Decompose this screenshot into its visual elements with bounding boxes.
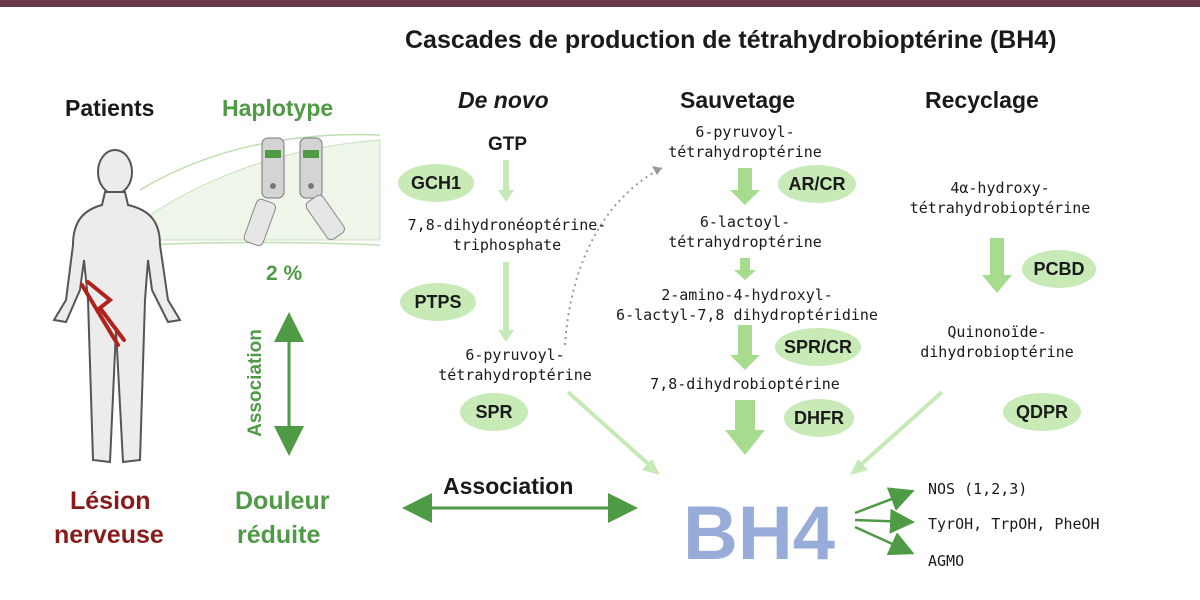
target-agmo: AGMO bbox=[928, 552, 965, 570]
enzyme-spr-cr: SPR/CR bbox=[775, 328, 861, 366]
sauvetage-mol4: 7,8-dihydrobioptérine bbox=[650, 375, 840, 393]
dotted-link-arrow bbox=[564, 167, 663, 346]
enzyme-spr: SPR bbox=[460, 393, 528, 431]
association-vertical-label: Association bbox=[244, 329, 266, 437]
recyclage-mol1: 4α-hydroxy-tétrahydrobioptérine bbox=[909, 179, 1091, 217]
patients-label: Patients bbox=[65, 95, 155, 121]
lesion-mark bbox=[80, 280, 126, 347]
gtp-label: GTP bbox=[488, 134, 528, 155]
sauvetage-mol1: 6-pyruvoyl-tétrahydroptérine bbox=[668, 123, 822, 161]
haplotype-label: Haplotype bbox=[222, 95, 334, 121]
enzyme-dhfr: DHFR bbox=[784, 399, 854, 437]
sauvetage-heading: Sauvetage bbox=[680, 87, 796, 113]
recyclage-heading: Recyclage bbox=[925, 87, 1039, 113]
top-bar bbox=[0, 0, 1200, 7]
page-title: Cascades de production de tétrahydrobiop… bbox=[405, 26, 1057, 54]
denovo-heading: De novo bbox=[458, 87, 549, 113]
denovo-mol1: 7,8-dihydronéoptérine-triphosphate bbox=[407, 216, 607, 254]
recyclage-mol2: Quinonoïde-dihydrobioptérine bbox=[920, 323, 1074, 361]
percent-label: 2 % bbox=[266, 262, 303, 285]
enzyme-pcbd: PCBD bbox=[1022, 250, 1096, 288]
douleur-line2: réduite bbox=[237, 521, 321, 549]
haplotype-icon bbox=[243, 137, 345, 247]
lesion-line1: Lésion bbox=[70, 487, 151, 515]
enzyme-qdpr: QDPR bbox=[1003, 393, 1081, 431]
bh4-input-arrows bbox=[566, 390, 944, 472]
association-horizontal-label: Association bbox=[443, 473, 574, 499]
sauvetage-arrows bbox=[725, 168, 765, 455]
enzyme-ptps: PTPS bbox=[400, 283, 476, 321]
sauvetage-mol3: 2-amino-4-hydroxyl-6-lactyl-7,8 dihydrop… bbox=[616, 286, 878, 324]
enzyme-gch1: GCH1 bbox=[398, 164, 474, 202]
douleur-line1: Douleur bbox=[235, 487, 330, 515]
sauvetage-mol2: 6-lactoyl-tétrahydroptérine bbox=[668, 213, 822, 251]
bh4-label: BH4 bbox=[683, 491, 836, 576]
enzyme-ar-cr: AR/CR bbox=[778, 165, 856, 203]
bh4-output-arrows bbox=[854, 487, 915, 556]
human-silhouette bbox=[52, 149, 182, 464]
association-vertical: Association bbox=[244, 315, 277, 455]
denovo-arrows bbox=[498, 160, 514, 342]
target-nos: NOS (1,2,3) bbox=[928, 480, 1028, 498]
lesion-line2: nerveuse bbox=[54, 521, 164, 549]
target-hydroxylases: TyrOH, TrpOH, PheOH bbox=[928, 515, 1100, 533]
recyclage-arrow bbox=[982, 238, 1012, 293]
denovo-mol2: 6-pyruvoyl-tétrahydroptérine bbox=[438, 346, 592, 384]
